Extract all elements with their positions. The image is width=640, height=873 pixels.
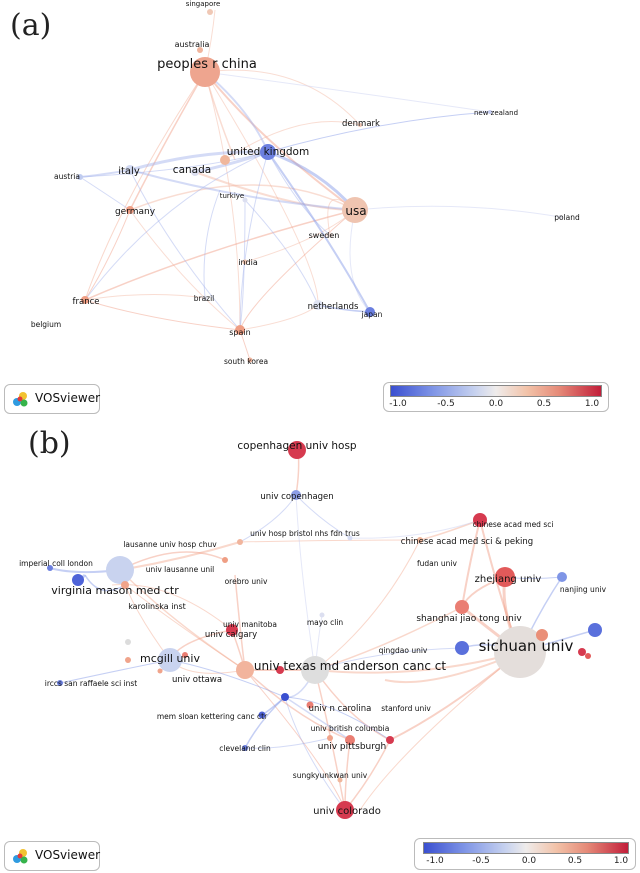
scale-tick: 0.5 [567,856,583,866]
node-label: qingdao univ [379,646,428,655]
vosviewer-logo: VOSviewer [4,384,100,414]
vosviewer-text: VOSviewer [35,391,101,405]
node-label: irccs san raffaele sci inst [45,679,138,688]
color-scale: -1.0 -0.5 0.0 0.5 1.0 [414,838,636,870]
node-label: mem sloan kettering canc ctr [157,712,268,721]
color-scale-bar [390,385,602,397]
node-label: univ lausanne unil [146,565,215,574]
node-label: chinese acad med sci & peking [401,537,533,547]
node-label: germany [115,207,156,217]
panel-a-network: singapore australia peoples r china new … [31,0,580,366]
node-label: japan [361,310,383,319]
node-label: univ hosp bristol nhs fdn trus [250,529,360,538]
scale-tick: -0.5 [472,856,490,866]
node-label: copenhagen univ hosp [237,440,357,452]
node-label: south korea [224,357,268,366]
panel-a-label: (a) [10,8,52,43]
node-label: italy [118,166,140,177]
node-label: univ calgary [205,630,257,640]
node-label: turkiye [220,192,245,200]
vosviewer-logo: VOSviewer [4,841,100,871]
node-label: univ copenhagen [260,492,333,502]
node-label: sichuan univ [479,637,574,655]
node-label: univ british columbia [311,724,390,733]
vosviewer-icon [13,392,28,407]
panel-a: (a) [0,0,640,420]
node-label: univ manitoba [223,620,277,629]
node-label: brazil [194,294,215,303]
node-label: spain [229,328,250,337]
node-label: nanjing univ [560,585,607,594]
node-label: univ n carolina [309,704,372,714]
panel-b: (b) [0,420,640,873]
node-label: mcgill univ [140,652,200,665]
node-label: poland [554,213,580,222]
node-label: virginia mason med ctr [51,584,179,597]
node-label: usa [345,204,366,218]
scale-tick: -1.0 [389,399,407,409]
panel-b-label: (b) [28,426,71,461]
node-label: lausanne univ hosp chuv [123,540,217,549]
scale-tick: -1.0 [426,856,444,866]
node-label: univ texas md anderson canc ct [254,659,446,673]
node-label: united kingdom [227,146,309,158]
node-label: univ colorado [313,806,381,817]
node-label: new zealand [474,109,518,117]
scale-tick: 0.0 [488,399,504,409]
node-label: austria [54,172,80,181]
scale-tick: 0.0 [521,856,537,866]
node-label: canada [173,164,211,176]
node-label: sweden [309,231,340,240]
color-scale-bar [423,842,629,854]
node-label: karolinska inst [128,602,186,611]
node-label: cleveland clin [219,744,271,753]
node-label: zhejiang univ [475,574,542,585]
panel-b-network: copenhagen univ hosp univ copenhagen uni… [19,440,607,819]
node-label: peoples r china [157,57,257,72]
node-label: netherlands [308,302,359,312]
scale-tick: 1.0 [613,856,629,866]
node-label: fudan univ [417,559,457,568]
scale-tick: -0.5 [437,399,455,409]
node-label: singapore [186,0,221,8]
node-label: univ pittsburgh [318,742,386,752]
vosviewer-text: VOSviewer [35,848,101,862]
node-label: denmark [342,119,380,129]
node-label: imperial coll london [19,559,93,568]
node-label: india [238,258,258,267]
node-label: france [73,297,100,307]
node-label: australia [175,40,210,49]
node-label: stanford univ [381,704,431,713]
scale-tick: 0.5 [536,399,552,409]
node-label: shanghai jiao tong univ [416,614,522,624]
color-scale: -1.0 -0.5 0.0 0.5 1.0 [383,382,609,412]
node-label: orebro univ [225,577,268,586]
node-label: mayo clin [307,618,344,627]
vosviewer-icon [13,849,28,864]
node-label: chinese acad med sci [473,520,554,529]
scale-tick: 1.0 [584,399,600,409]
node-label: sungkyunkwan univ [293,771,368,780]
node-label: belgium [31,320,61,329]
node-label: univ ottawa [172,675,222,685]
